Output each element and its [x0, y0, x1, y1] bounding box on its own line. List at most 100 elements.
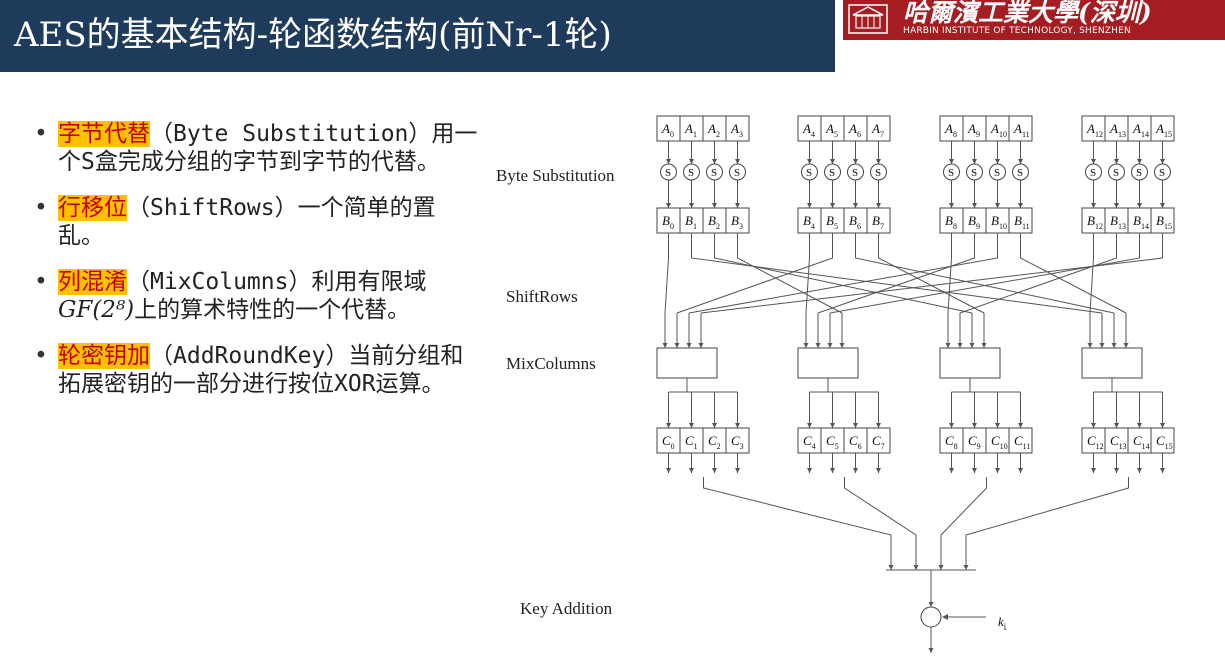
b-cell-7	[866, 207, 891, 234]
a-cell-11	[1008, 115, 1033, 142]
label-byte-substitution: Byte Substitution	[496, 166, 615, 185]
c-subscript-5: 5	[835, 442, 839, 451]
b-subscript-1: 1	[693, 222, 697, 231]
sbox-label-6: S	[852, 167, 858, 179]
arrow-head	[1018, 159, 1023, 164]
arrow-head	[853, 159, 858, 164]
round-key-label: ki	[998, 614, 1007, 632]
arrow-head	[830, 468, 835, 473]
arrow-head	[972, 159, 977, 164]
shiftrows-line	[676, 233, 833, 314]
arrow-head	[853, 203, 858, 208]
arrow-head	[839, 343, 845, 348]
arrow-head	[807, 468, 812, 473]
shiftrows-line	[700, 233, 1163, 314]
arrow-head	[1114, 159, 1119, 164]
sbox-4	[801, 163, 818, 181]
a-cell-15	[1150, 115, 1175, 142]
arrow-head	[689, 203, 694, 208]
arrow-head	[830, 203, 835, 208]
arrow-head	[969, 343, 975, 348]
arrow-head	[689, 423, 694, 428]
a-subscript-9: 9	[976, 130, 980, 139]
arrow-head	[1091, 159, 1096, 164]
arrow-head	[981, 343, 987, 348]
arrow-head	[830, 159, 835, 164]
arrow-head	[938, 565, 944, 570]
b-subscript-11: 11	[1022, 222, 1030, 231]
seal-icon	[848, 4, 888, 34]
shiftrows-line	[817, 233, 975, 314]
arrow-head	[995, 423, 1000, 428]
arrow-head	[1137, 423, 1142, 428]
sbox-label-3: S	[734, 167, 740, 179]
sbox-13	[1108, 163, 1125, 181]
arrow-head	[827, 343, 833, 348]
sbox-label-4: S	[806, 167, 812, 179]
sbox-15	[1154, 163, 1171, 181]
arrow-head	[1160, 468, 1165, 473]
arrow-head	[712, 203, 717, 208]
bullet-term: 字节代替	[58, 121, 150, 147]
shiftrows-line	[691, 233, 1103, 314]
c-cell-3	[725, 427, 750, 454]
b-subscript-2: 2	[716, 222, 720, 231]
sbox-11	[1012, 163, 1029, 181]
arrow-head	[853, 423, 858, 428]
arrow-head	[698, 343, 704, 348]
arrow-head	[995, 203, 1000, 208]
shiftrows-line	[829, 233, 1140, 314]
title-bar: AES的基本结构-轮函数结构(前Nr-1轮)	[0, 0, 835, 72]
bullet-text: （AddRoundKey）当前分组和拓展密钥的一部分进行按位XOR运算。	[58, 343, 464, 397]
arrow-head	[712, 468, 717, 473]
b-subscript-13: 13	[1118, 222, 1126, 231]
shiftrows-line	[664, 233, 669, 314]
b-subscript-6: 6	[857, 222, 861, 231]
a-subscript-7: 7	[880, 130, 884, 139]
c-subscript-9: 9	[977, 442, 981, 451]
sbox-label-10: S	[994, 167, 1000, 179]
arrow-head	[1018, 468, 1023, 473]
university-logo: 哈爾濱工業大學(深圳) HARBIN INSTITUTE OF TECHNOLO…	[843, 0, 1225, 40]
xor-circle	[920, 606, 942, 628]
arrow-head	[949, 203, 954, 208]
arrow-head	[686, 343, 692, 348]
b-subscript-14: 14	[1141, 222, 1149, 231]
label-shiftrows: ShiftRows	[506, 287, 578, 306]
bullet-byte-substitution: • 字节代替（Byte Substitution）用一个S盒完成分组的字节到字节…	[30, 120, 480, 176]
b-cell-15	[1150, 207, 1175, 234]
sbox-label-0: S	[665, 167, 671, 179]
arrow-head	[830, 423, 835, 428]
c-subscript-1: 1	[694, 442, 698, 451]
sbox-label-14: S	[1136, 167, 1142, 179]
b-subscript-0: 0	[670, 222, 674, 231]
bullet-term: 轮密钥加	[58, 343, 150, 369]
arrow-head	[1137, 203, 1142, 208]
arrow-head	[1099, 343, 1105, 348]
shiftrows-line	[737, 233, 843, 314]
sbox-label-7: S	[875, 167, 881, 179]
sbox-label-1: S	[688, 167, 694, 179]
sbox-10	[989, 163, 1006, 181]
c-subscript-4: 4	[812, 442, 816, 451]
arrow-head	[949, 159, 954, 164]
b-text-8: B8	[945, 213, 957, 231]
b-cell-11	[1008, 207, 1033, 234]
b-subscript-3: 3	[739, 222, 743, 231]
bullet-dot-icon: •	[34, 195, 48, 221]
mixcolumns-box-2	[939, 347, 1001, 379]
mixcolumns-box-3	[1081, 347, 1143, 379]
a-subscript-2: 2	[716, 130, 720, 139]
arrow-head	[1160, 203, 1165, 208]
arrow-head	[1018, 423, 1023, 428]
arrow-head	[876, 423, 881, 428]
c-subscript-15: 15	[1165, 442, 1173, 451]
bullet-text: （MixColumns）利用有限域	[127, 269, 427, 295]
sbox-12	[1085, 163, 1102, 181]
a-subscript-3: 3	[739, 130, 743, 139]
bullet-dot-icon: •	[34, 343, 48, 369]
a-subscript-15: 15	[1164, 130, 1172, 139]
bullet-text: （Byte Substitution）用一个S盒完成分组的字节到字节的代替。	[58, 121, 478, 175]
arrow-head	[888, 565, 894, 570]
arrow-head	[972, 468, 977, 473]
